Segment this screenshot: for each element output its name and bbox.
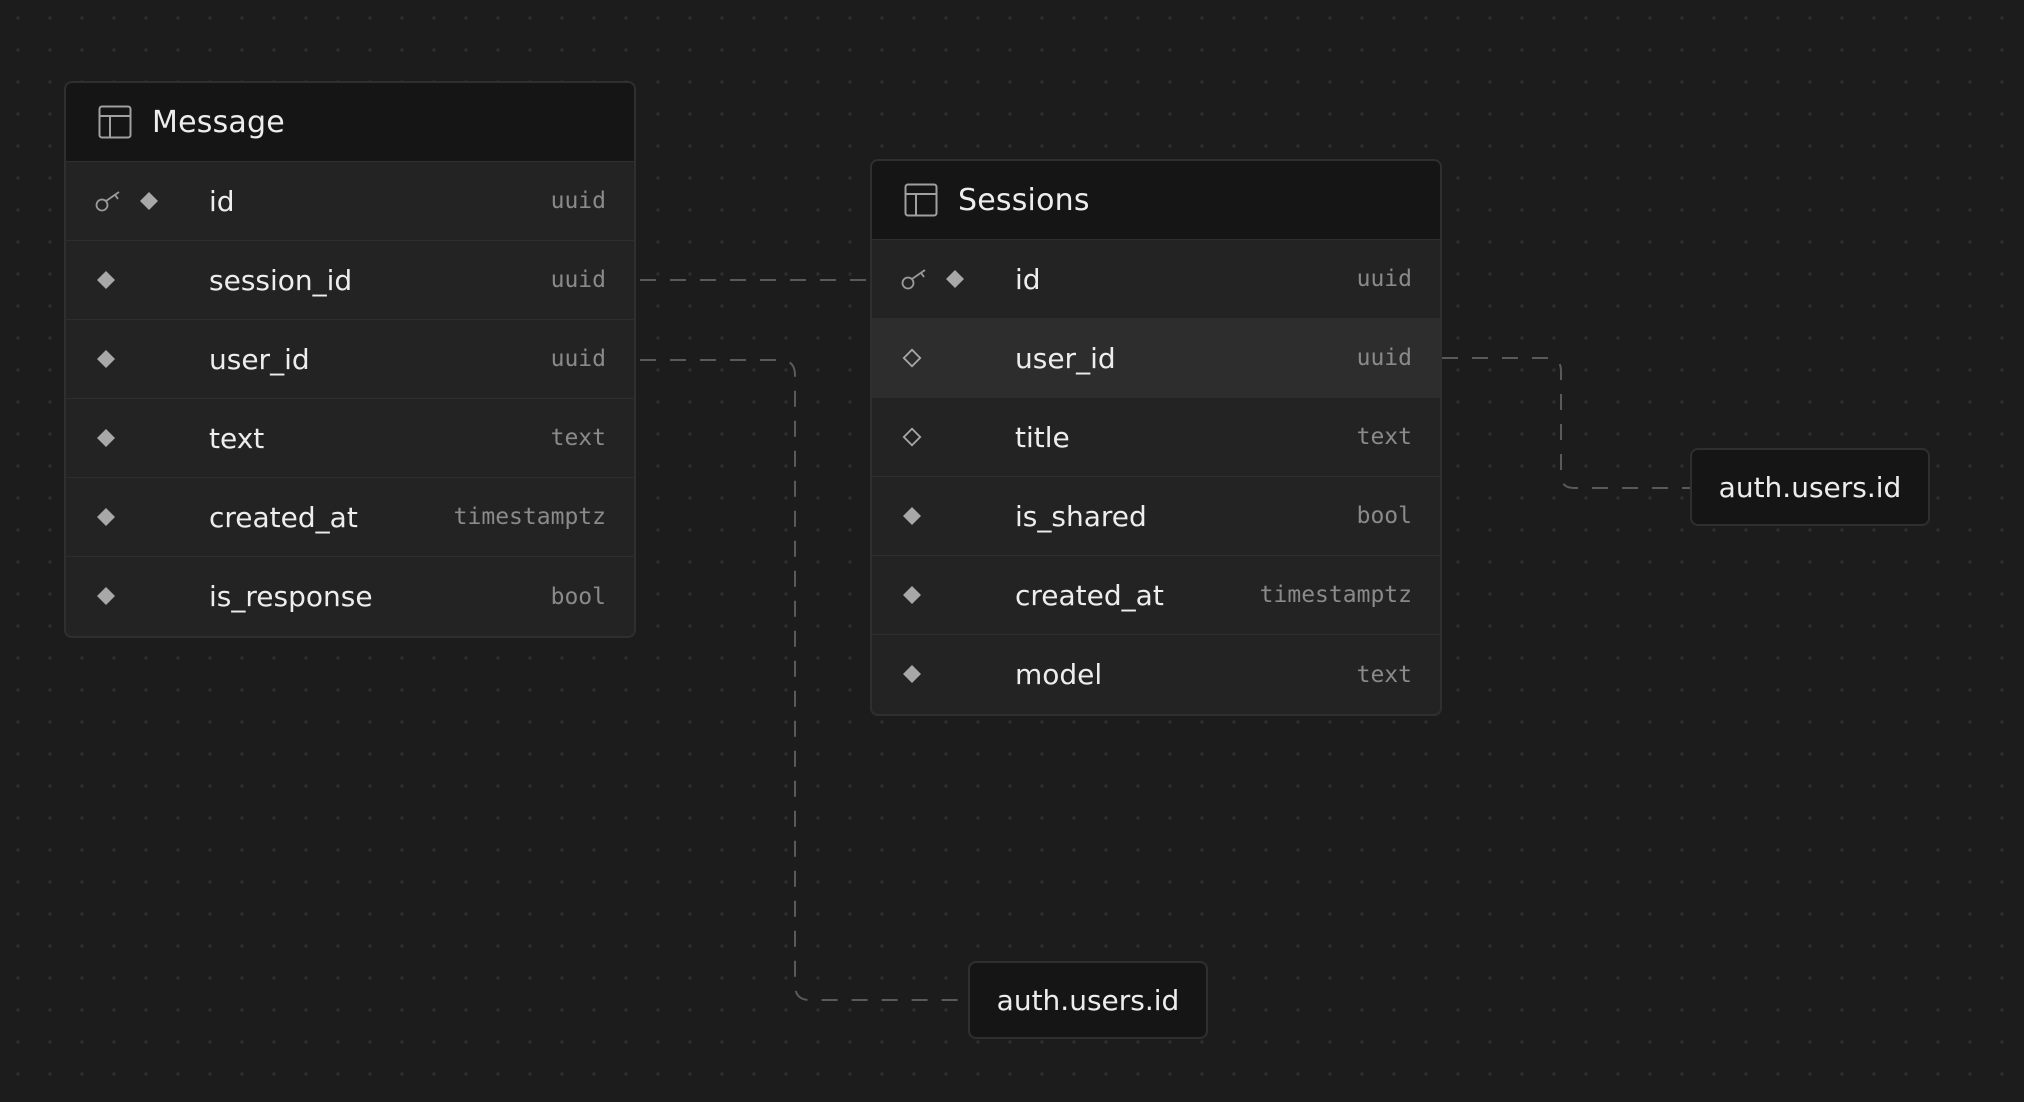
table-header: Message [66, 83, 634, 162]
column-row-created-at[interactable]: created_at timestamptz [66, 478, 634, 557]
not-null-diamond-icon [945, 269, 965, 289]
not-null-diamond-icon [96, 349, 116, 369]
column-type: uuid [550, 346, 606, 372]
column-row-is-response[interactable]: is_response bool [66, 557, 634, 636]
table-title: Message [152, 104, 285, 140]
column-type: uuid [550, 188, 606, 214]
table-title: Sessions [958, 182, 1090, 218]
not-null-diamond-icon [902, 585, 922, 605]
column-row-user-id[interactable]: user_id uuid [66, 320, 634, 399]
not-null-diamond-icon [902, 506, 922, 526]
reference-label: auth.users.id [1718, 470, 1902, 504]
column-type: bool [1356, 503, 1412, 529]
table-icon [98, 105, 132, 139]
column-type: uuid [1356, 345, 1412, 371]
reference-node-auth-users-id[interactable]: auth.users.id [968, 961, 1208, 1039]
column-type: timestamptz [1259, 582, 1412, 608]
column-name: user_id [209, 342, 310, 376]
not-null-diamond-icon [96, 586, 116, 606]
not-null-diamond-icon [96, 428, 116, 448]
column-type: text [1356, 424, 1412, 450]
column-type: timestamptz [453, 504, 606, 530]
column-name: created_at [209, 500, 358, 534]
nullable-diamond-icon [902, 427, 922, 447]
column-name: is_shared [1015, 499, 1147, 533]
reference-label: auth.users.id [996, 983, 1180, 1017]
column-name: is_response [209, 580, 373, 613]
table-card-sessions[interactable]: Sessions id uuid user_id uuid title text [870, 159, 1442, 716]
not-null-diamond-icon [96, 507, 116, 527]
column-row-session-id[interactable]: session_id uuid [66, 241, 634, 320]
not-null-diamond-icon [96, 270, 116, 290]
reference-node-auth-users-id[interactable]: auth.users.id [1690, 448, 1930, 526]
not-null-diamond-icon [139, 191, 159, 211]
not-null-diamond-icon [902, 664, 922, 684]
column-row-text[interactable]: text text [66, 399, 634, 478]
column-name: created_at [1015, 578, 1164, 612]
column-name: session_id [209, 263, 353, 297]
column-name: text [209, 421, 265, 455]
table-card-message[interactable]: Message id uuid session_id uuid user_id … [64, 81, 636, 638]
nullable-diamond-icon [902, 348, 922, 368]
column-type: uuid [1356, 266, 1412, 292]
column-row-id[interactable]: id uuid [66, 162, 634, 241]
column-type: text [550, 425, 606, 451]
column-row-model[interactable]: model text [872, 635, 1440, 714]
primary-key-icon [901, 268, 929, 290]
column-type: text [1356, 661, 1412, 688]
column-name: user_id [1015, 341, 1116, 375]
table-icon [904, 183, 938, 217]
column-name: model [1015, 658, 1103, 691]
primary-key-icon [95, 190, 123, 212]
column-name: id [1015, 262, 1041, 296]
column-name: title [1015, 420, 1070, 454]
column-type: uuid [550, 267, 606, 293]
column-row-id[interactable]: id uuid [872, 240, 1440, 319]
column-name: id [209, 184, 235, 218]
relation-sessions-user-id-to-auth-users [1442, 357, 1690, 489]
table-header: Sessions [872, 161, 1440, 240]
column-row-title[interactable]: title text [872, 398, 1440, 477]
column-row-created-at[interactable]: created_at timestamptz [872, 556, 1440, 635]
column-type: bool [550, 583, 606, 610]
column-row-is-shared[interactable]: is_shared bool [872, 477, 1440, 556]
column-row-user-id[interactable]: user_id uuid [872, 319, 1440, 398]
